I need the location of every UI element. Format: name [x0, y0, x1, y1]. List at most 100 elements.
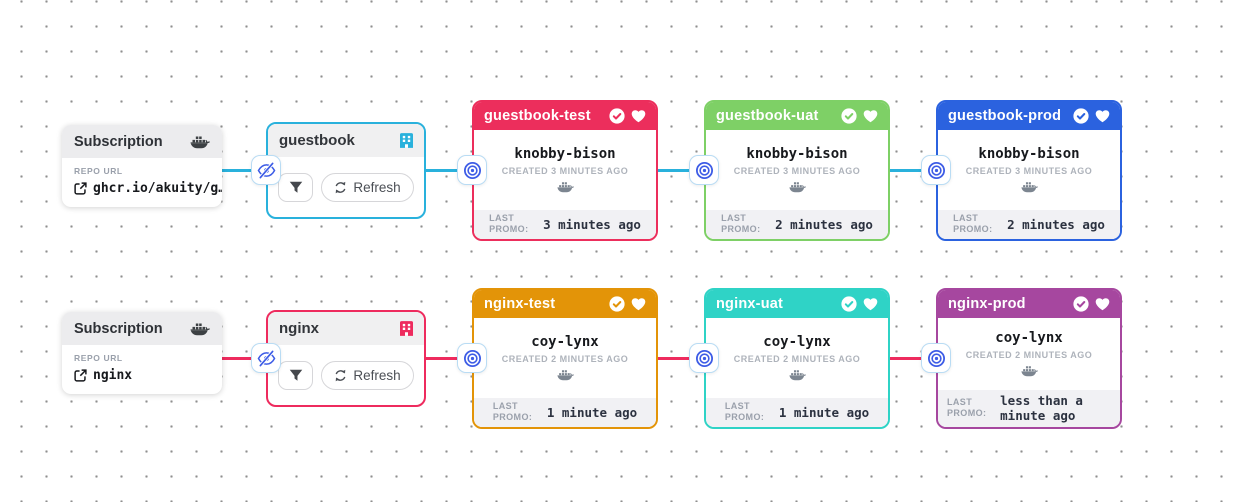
warehouse-card-header: guestbook: [268, 124, 424, 157]
bullseye-target-icon: [463, 349, 482, 368]
freight-target-connector[interactable]: [921, 343, 951, 373]
freight-created-label: CREATED 2 MINUTES AGO: [733, 354, 861, 365]
verified-check-icon[interactable]: [1073, 296, 1089, 312]
funnel-icon: [289, 369, 303, 382]
stage-header: nginx-test: [474, 290, 656, 318]
favorite-heart-icon[interactable]: [863, 297, 878, 311]
bullseye-target-icon: [695, 349, 714, 368]
edge-line: [426, 357, 472, 360]
edge-line: [426, 169, 472, 172]
warehouse-card[interactable]: guestbook Refresh: [266, 122, 426, 219]
subscription-title: Subscription: [74, 320, 163, 337]
stage-header: nginx-uat: [706, 290, 888, 318]
favorite-heart-icon[interactable]: [1095, 109, 1110, 123]
freight-target-connector[interactable]: [457, 343, 487, 373]
repo-url-link[interactable]: nginx: [74, 368, 210, 383]
stage-card[interactable]: nginx-prod coy-lynx CREATED 2 MINUTES AG…: [936, 288, 1122, 429]
stage-card[interactable]: nginx-uat coy-lynx CREATED 2 MINUTES AGO…: [704, 288, 890, 429]
verified-check-icon[interactable]: [609, 108, 625, 124]
last-promo-value: 1 minute ago: [778, 404, 870, 420]
docker-icon: [1021, 180, 1038, 193]
stage-footer: LAST PROMO: 2 minutes ago: [938, 209, 1120, 239]
subscription-card: Subscription REPO URL nginx: [62, 312, 222, 394]
warehouse-building-icon: [400, 321, 413, 336]
last-promo-label: LAST PROMO:: [721, 212, 761, 235]
last-promo-value: 1 minute ago: [546, 404, 638, 420]
freight-created-label: CREATED 2 MINUTES AGO: [501, 354, 629, 365]
stage-body: coy-lynx CREATED 2 MINUTES AGO: [474, 318, 656, 398]
refresh-icon: [334, 181, 347, 194]
freight-name[interactable]: knobby-bison: [514, 146, 616, 163]
stage-name: nginx-prod: [948, 296, 1026, 312]
subscription-card-body: REPO URL ghcr.io/akuity/g…: [62, 158, 222, 207]
stage-header: nginx-prod: [938, 290, 1120, 318]
favorite-heart-icon[interactable]: [631, 297, 646, 311]
repo-url-label: REPO URL: [74, 166, 123, 176]
stage-footer: LAST PROMO: 1 minute ago: [474, 397, 656, 427]
stage-card[interactable]: nginx-test coy-lynx CREATED 2 MINUTES AG…: [472, 288, 658, 429]
freight-target-connector[interactable]: [921, 155, 951, 185]
warehouse-card[interactable]: nginx Refresh: [266, 310, 426, 407]
stage-card[interactable]: guestbook-test knobby-bison CREATED 3 MI…: [472, 100, 658, 241]
freight-created-label: CREATED 3 MINUTES AGO: [733, 166, 861, 177]
favorite-heart-icon[interactable]: [1095, 297, 1110, 311]
last-promo-label: LAST PROMO:: [724, 400, 765, 423]
verified-check-icon[interactable]: [1073, 108, 1089, 124]
docker-icon: [190, 134, 210, 149]
stage-name: guestbook-prod: [948, 108, 1062, 124]
subscription-card-header: Subscription: [62, 312, 222, 345]
subscription-card: Subscription REPO URL ghcr.io/akuity/g…: [62, 125, 222, 207]
subscription-title: Subscription: [74, 133, 163, 150]
subscription-card-body: REPO URL nginx: [62, 345, 222, 394]
bullseye-target-icon: [463, 161, 482, 180]
last-promo-value: 3 minutes ago: [543, 216, 641, 232]
last-promo-value: less than a minute ago: [1000, 392, 1083, 424]
stage-body: knobby-bison CREATED 3 MINUTES AGO: [938, 130, 1120, 210]
verified-check-icon[interactable]: [841, 296, 857, 312]
freight-target-connector[interactable]: [689, 343, 719, 373]
refresh-icon: [334, 369, 347, 382]
warehouse-building-icon: [400, 133, 413, 148]
favorite-heart-icon[interactable]: [863, 109, 878, 123]
last-promo-label: LAST PROMO:: [953, 212, 993, 235]
freight-name[interactable]: knobby-bison: [978, 146, 1080, 163]
stage-footer: LAST PROMO: 2 minutes ago: [706, 209, 888, 239]
last-promo-label: LAST PROMO:: [492, 400, 533, 423]
docker-icon: [557, 368, 574, 381]
bullseye-target-icon: [927, 349, 946, 368]
refresh-button[interactable]: Refresh: [321, 360, 414, 390]
verified-check-icon[interactable]: [609, 296, 625, 312]
freight-target-connector[interactable]: [457, 155, 487, 185]
stage-name: guestbook-uat: [716, 108, 819, 124]
stage-card[interactable]: guestbook-uat knobby-bison CREATED 3 MIN…: [704, 100, 890, 241]
freight-target-connector[interactable]: [689, 155, 719, 185]
filter-button[interactable]: [278, 360, 314, 390]
freight-created-label: CREATED 3 MINUTES AGO: [501, 166, 629, 177]
warehouse-card-header: nginx: [268, 312, 424, 345]
stage-footer: LAST PROMO: less than a minute ago: [938, 389, 1120, 427]
stage-card[interactable]: guestbook-prod knobby-bison CREATED 3 MI…: [936, 100, 1122, 241]
freight-name[interactable]: knobby-bison: [746, 146, 848, 163]
external-link-icon: [74, 369, 87, 382]
stage-header: guestbook-uat: [706, 102, 888, 130]
favorite-heart-icon[interactable]: [631, 109, 646, 123]
stage-header: guestbook-prod: [938, 102, 1120, 130]
stage-footer: LAST PROMO: 1 minute ago: [706, 397, 888, 427]
repo-url-link[interactable]: ghcr.io/akuity/g…: [74, 181, 222, 196]
verified-check-icon[interactable]: [841, 108, 857, 124]
stage-body: coy-lynx CREATED 2 MINUTES AGO: [938, 318, 1120, 390]
eye-slash-icon: [257, 162, 276, 179]
freight-name[interactable]: coy-lynx: [763, 334, 831, 351]
freight-name[interactable]: coy-lynx: [995, 330, 1063, 347]
hide-subscription-connector[interactable]: [251, 343, 281, 373]
warehouse-card-body: Refresh: [268, 345, 424, 405]
docker-icon: [1021, 364, 1038, 377]
hide-subscription-connector[interactable]: [251, 155, 281, 185]
filter-button[interactable]: [278, 172, 314, 202]
repo-url-value: ghcr.io/akuity/g…: [93, 181, 222, 196]
freight-name[interactable]: coy-lynx: [531, 334, 599, 351]
freight-created-label: CREATED 3 MINUTES AGO: [965, 166, 1093, 177]
refresh-button[interactable]: Refresh: [321, 172, 414, 202]
edge-line: [890, 357, 936, 360]
